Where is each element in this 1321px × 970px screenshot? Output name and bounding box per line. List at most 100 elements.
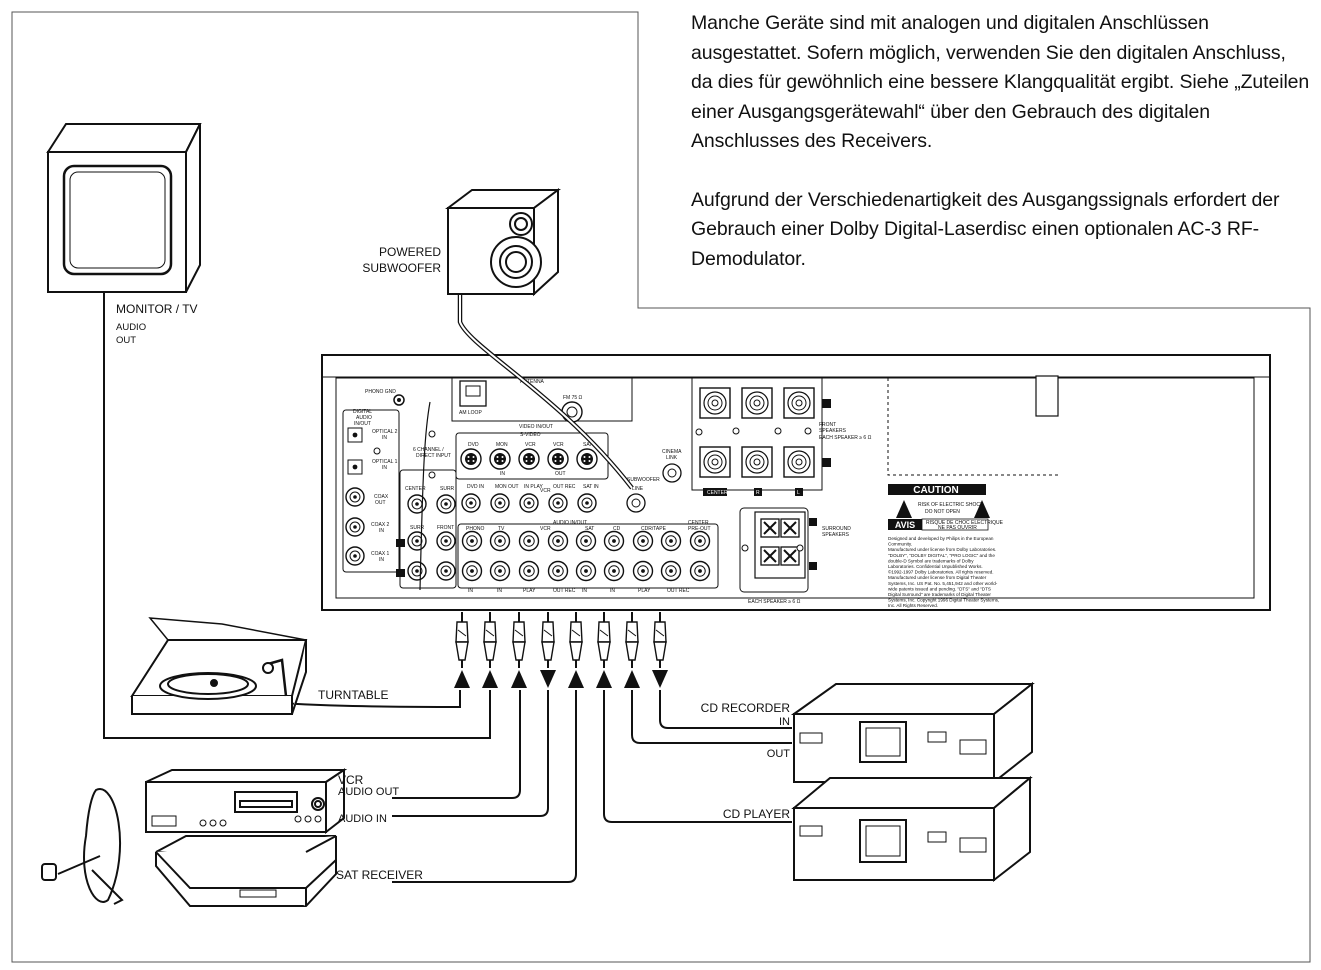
surround-label-1: SURROUND <box>822 526 851 532</box>
front-speaker-terminals <box>695 387 815 478</box>
vcr-label: VCR <box>338 773 364 787</box>
front-speakers-label-3: EACH SPEAKER ≥ 6 Ω <box>819 435 872 441</box>
vcr-audio-in-cable <box>392 690 549 817</box>
audio-direction-label: IN <box>610 588 615 594</box>
subwoofer-jack <box>626 493 646 513</box>
audio-jack <box>660 530 682 552</box>
subwoofer-label-2: SUBWOOFER <box>362 261 441 275</box>
digital-audio-label-3: IN/OUT <box>354 421 371 427</box>
audio-jacks <box>345 430 711 582</box>
cd-player-label: CD PLAYER <box>723 807 790 821</box>
legal-line: Community. <box>888 542 912 547</box>
powered-subwoofer <box>445 188 561 297</box>
six-ch-surr2-label: SURR <box>410 525 425 531</box>
cd-player-cable <box>603 690 792 823</box>
composite-video-jack <box>548 493 568 513</box>
satellite-dish <box>41 788 124 905</box>
audio-jack <box>547 560 569 582</box>
vcr-audio-out-cable <box>392 690 521 799</box>
svideo-sat-label: SAT <box>583 442 592 448</box>
cd-recorder-label: CD RECORDER <box>701 701 791 715</box>
composite-video-jack <box>461 493 481 513</box>
svg-text:IN: IN <box>382 435 387 441</box>
avis-text-2: NE PAS OUVRIR <box>938 525 977 531</box>
front-speakers-section: FRONT SPEAKERS EACH SPEAKER ≥ 6 Ω CENTER… <box>691 377 872 496</box>
speaker-binding-post <box>699 387 731 419</box>
video-section: VIDEO IN/OUT S-VIDEO DVD MON VCR VCR SAT… <box>455 424 609 513</box>
video-out-label: OUT <box>555 471 566 477</box>
phono-gnd-label: PHONO GND <box>365 389 396 395</box>
center-preout-label-1: CENTER <box>688 520 709 526</box>
six-ch-surr-label: SURR <box>440 486 455 492</box>
turntable <box>130 617 308 715</box>
speaker-binding-post <box>783 387 815 419</box>
audio-jack <box>518 530 540 552</box>
coax-1-label: COAX 1 <box>371 551 390 557</box>
composite-video-jack <box>577 493 597 513</box>
digital-audio-label-1: DIGITAL <box>353 409 372 415</box>
audio-jack <box>660 560 682 582</box>
audio-jack-label: TV <box>498 526 505 532</box>
video-in-label: IN <box>500 471 505 477</box>
line-label: LINE <box>632 486 644 492</box>
audio-io-label: AUDIO IN/OUT <box>553 520 587 526</box>
surround-label-2: SPEAKERS <box>822 532 850 538</box>
arrow-up-icon <box>482 670 498 688</box>
six-channel-jack <box>436 531 456 551</box>
arrow-up-icon <box>454 670 470 688</box>
sat-receiver <box>155 835 337 907</box>
s-video-jack <box>489 448 511 470</box>
legal-line: Designed and developed by Philips in the… <box>888 536 994 541</box>
comp-mon-label: MON OUT <box>495 484 519 490</box>
s-video-jack <box>547 448 569 470</box>
vcr <box>145 768 348 835</box>
audio-direction-label: OUT REC <box>667 588 690 594</box>
audio-direction-label: IN <box>497 588 502 594</box>
subwoofer-label-1: POWERED <box>379 245 441 259</box>
rca-plug <box>483 612 497 668</box>
legal-line: Systems, Inc. US Pat. No. 5,451,942 and … <box>888 581 998 586</box>
channel-input-label-1: 6 CHANNEL / <box>413 447 444 453</box>
arrow-down-icon <box>540 670 556 688</box>
audio-direction-label: OUT REC <box>553 588 576 594</box>
audio-jack <box>632 560 654 582</box>
legal-line: double-D Symbol are trademarks of Dolby <box>888 558 974 563</box>
phono-ground-wire <box>419 401 431 591</box>
avis-heading: AVIS <box>895 520 915 530</box>
six-channel-jack <box>436 494 456 514</box>
legal-line: Manufactured under license from Dolby La… <box>888 547 996 552</box>
monitor-audio-cable <box>103 290 491 739</box>
rca-plugs <box>455 612 667 668</box>
coax-jack <box>345 546 365 566</box>
monitor-audio-label: AUDIO <box>116 322 146 333</box>
coax-jack <box>345 517 365 537</box>
coax-jack <box>345 487 365 507</box>
audio-jack <box>575 560 597 582</box>
signal-direction-arrows <box>454 670 668 688</box>
cd-recorder-in-cable <box>659 690 792 729</box>
subwoofer-output-section: SUBWOOFER LINE CINEMA LINK <box>626 449 682 513</box>
cd-recorder-in-label: IN <box>779 716 790 728</box>
speaker-binding-post <box>741 387 773 419</box>
cinema-link-jack <box>662 463 682 483</box>
cd-recorder-out-label: OUT <box>767 748 791 760</box>
monitor-label: MONITOR / TV <box>116 302 198 316</box>
vcr-audio-in-label: AUDIO IN <box>338 813 387 825</box>
legal-line: Manufactured under license from Digital … <box>888 575 987 580</box>
front-speakers-label-2: SPEAKERS <box>819 428 847 434</box>
audio-jack <box>547 530 569 552</box>
caution-block: CAUTION RISK OF ELECTRIC SHOCK DO NOT OP… <box>888 484 1004 608</box>
six-channel-jack <box>407 494 427 514</box>
rca-plug <box>569 612 583 668</box>
composite-video-jack <box>519 493 539 513</box>
front-minus-marker <box>822 458 831 467</box>
audio-jack <box>575 530 597 552</box>
cinema-link-label-2: LINK <box>666 455 678 461</box>
audio-jack <box>603 530 625 552</box>
am-loop-terminal <box>459 380 487 407</box>
rca-plug <box>455 612 469 668</box>
fm-label: FM 75 Ω <box>563 395 583 401</box>
svideo-dvd-label: DVD <box>468 442 479 448</box>
